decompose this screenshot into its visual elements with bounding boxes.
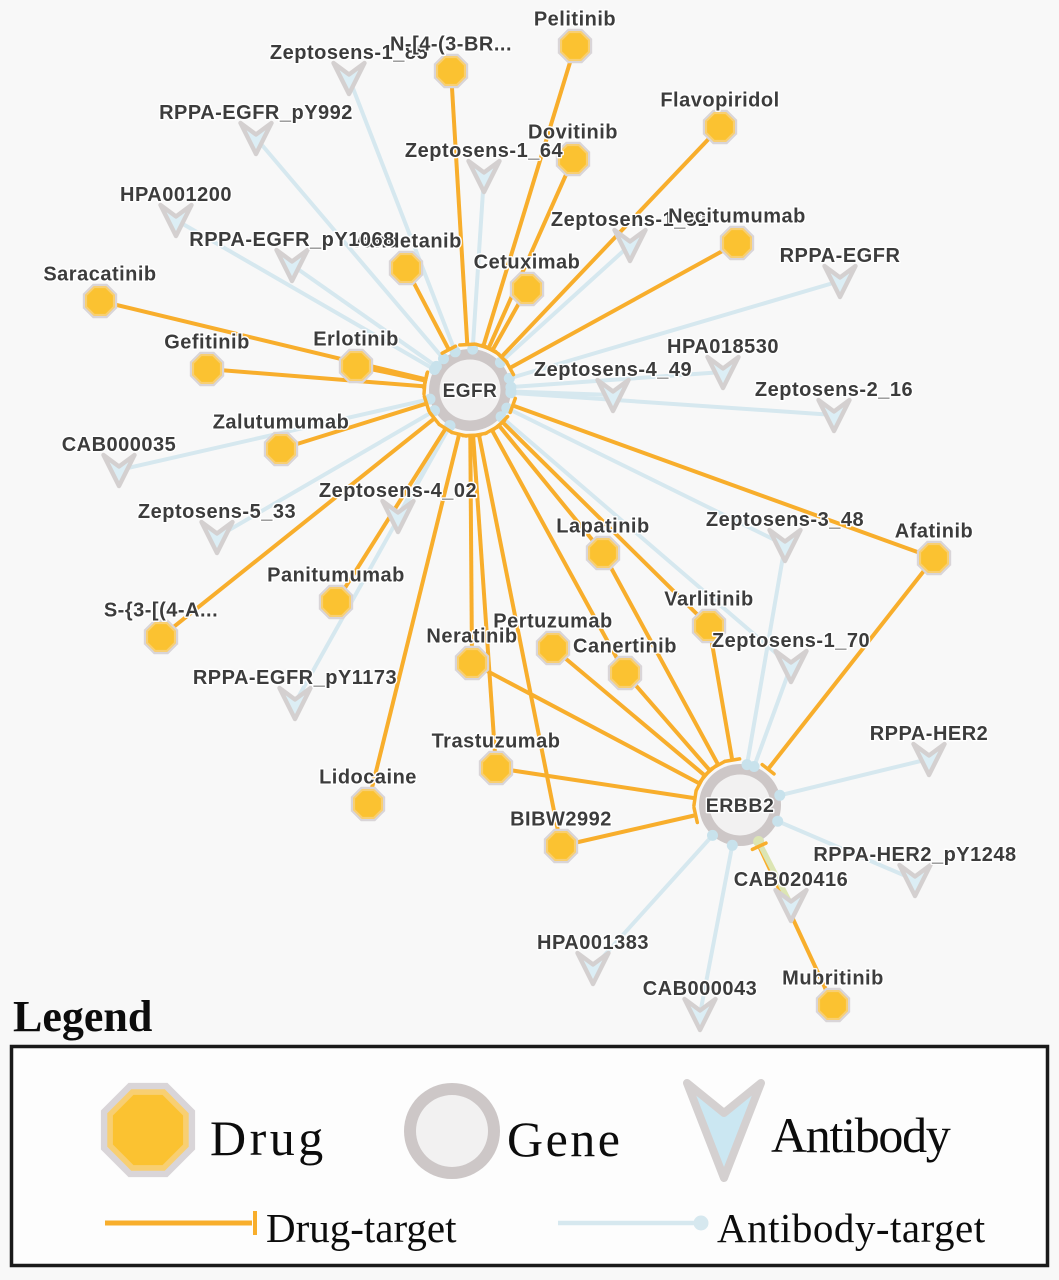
svg-text:Necitumumab: Necitumumab — [668, 206, 806, 228]
svg-text:HPA001200: HPA001200 — [120, 184, 232, 206]
svg-text:Trastuzumab: Trastuzumab — [432, 731, 561, 753]
svg-text:BIBW2992: BIBW2992 — [510, 809, 612, 831]
svg-text:RPPA-HER2_pY1248: RPPA-HER2_pY1248 — [813, 844, 1016, 866]
svg-text:RPPA-EGFR: RPPA-EGFR — [780, 245, 901, 267]
svg-text:HPA001383: HPA001383 — [537, 932, 649, 954]
svg-text:Cetuximab: Cetuximab — [474, 252, 581, 274]
svg-text:N-[4-(3-BR...: N-[4-(3-BR... — [390, 34, 512, 56]
svg-text:Antibody: Antibody — [771, 1107, 951, 1163]
svg-text:Drug: Drug — [210, 1110, 327, 1166]
svg-text:S-{3-[(4-A...: S-{3-[(4-A... — [104, 600, 218, 622]
svg-text:Pelitinib: Pelitinib — [534, 9, 616, 31]
svg-text:Varlitinib: Varlitinib — [664, 589, 753, 611]
svg-text:Mubritinib: Mubritinib — [782, 968, 884, 990]
svg-text:Legend: Legend — [13, 992, 152, 1041]
svg-text:Neratinib: Neratinib — [426, 626, 517, 648]
svg-text:Pertuzumab: Pertuzumab — [493, 611, 612, 633]
svg-text:Canertinib: Canertinib — [573, 636, 677, 658]
svg-text:EGFR: EGFR — [443, 381, 498, 402]
svg-text:RPPA-HER2: RPPA-HER2 — [870, 723, 989, 745]
svg-text:CAB000043: CAB000043 — [643, 978, 758, 1000]
svg-text:Vandetanib: Vandetanib — [350, 231, 462, 253]
svg-text:Dovitinib: Dovitinib — [528, 122, 618, 144]
svg-text:Flavopiridol: Flavopiridol — [660, 90, 779, 112]
svg-text:Lapatinib: Lapatinib — [556, 516, 649, 538]
svg-text:Drug-target: Drug-target — [266, 1205, 457, 1251]
svg-text:Erlotinib: Erlotinib — [313, 329, 399, 351]
svg-text:Afatinib: Afatinib — [895, 521, 973, 543]
svg-text:CAB000035: CAB000035 — [62, 434, 177, 456]
svg-text:Zeptosens-1_64: Zeptosens-1_64 — [405, 140, 564, 162]
svg-text:Zeptosens-4_49: Zeptosens-4_49 — [534, 359, 692, 381]
svg-text:Lidocaine: Lidocaine — [319, 767, 417, 789]
svg-text:RPPA-EGFR_pY1068: RPPA-EGFR_pY1068 — [189, 229, 394, 251]
svg-text:Zeptosens-2_16: Zeptosens-2_16 — [755, 379, 913, 401]
svg-text:Saracatinib: Saracatinib — [43, 264, 156, 286]
svg-text:Necitumumab: Necitumumab — [668, 206, 806, 228]
svg-text:Zeptosens-1_31: Zeptosens-1_31 — [551, 209, 709, 231]
svg-text:Zeptosens-3_48: Zeptosens-3_48 — [706, 509, 864, 531]
svg-text:HPA018530: HPA018530 — [667, 336, 779, 358]
svg-text:RPPA-EGFR_pY1173: RPPA-EGFR_pY1173 — [193, 667, 397, 689]
svg-text:Zeptosens-4_02: Zeptosens-4_02 — [319, 480, 477, 502]
svg-text:Zalutumumab: Zalutumumab — [213, 412, 350, 434]
svg-text:Panitumumab: Panitumumab — [267, 565, 405, 587]
svg-text:N-[4-(3-BR...: N-[4-(3-BR... — [390, 34, 512, 56]
svg-text:Gefitinib: Gefitinib — [164, 332, 250, 354]
svg-text:RPPA-EGFR_pY992: RPPA-EGFR_pY992 — [159, 102, 353, 124]
svg-text:Antibody-target: Antibody-target — [717, 1205, 986, 1251]
svg-text:Zeptosens-5_33: Zeptosens-5_33 — [138, 501, 296, 523]
svg-text:Gene: Gene — [507, 1111, 623, 1167]
svg-text:Zeptosens-1_70: Zeptosens-1_70 — [712, 630, 870, 652]
svg-text:Zeptosens-1_85: Zeptosens-1_85 — [270, 42, 428, 64]
svg-text:CAB020416: CAB020416 — [734, 869, 849, 891]
svg-text:ERBB2: ERBB2 — [706, 795, 775, 817]
